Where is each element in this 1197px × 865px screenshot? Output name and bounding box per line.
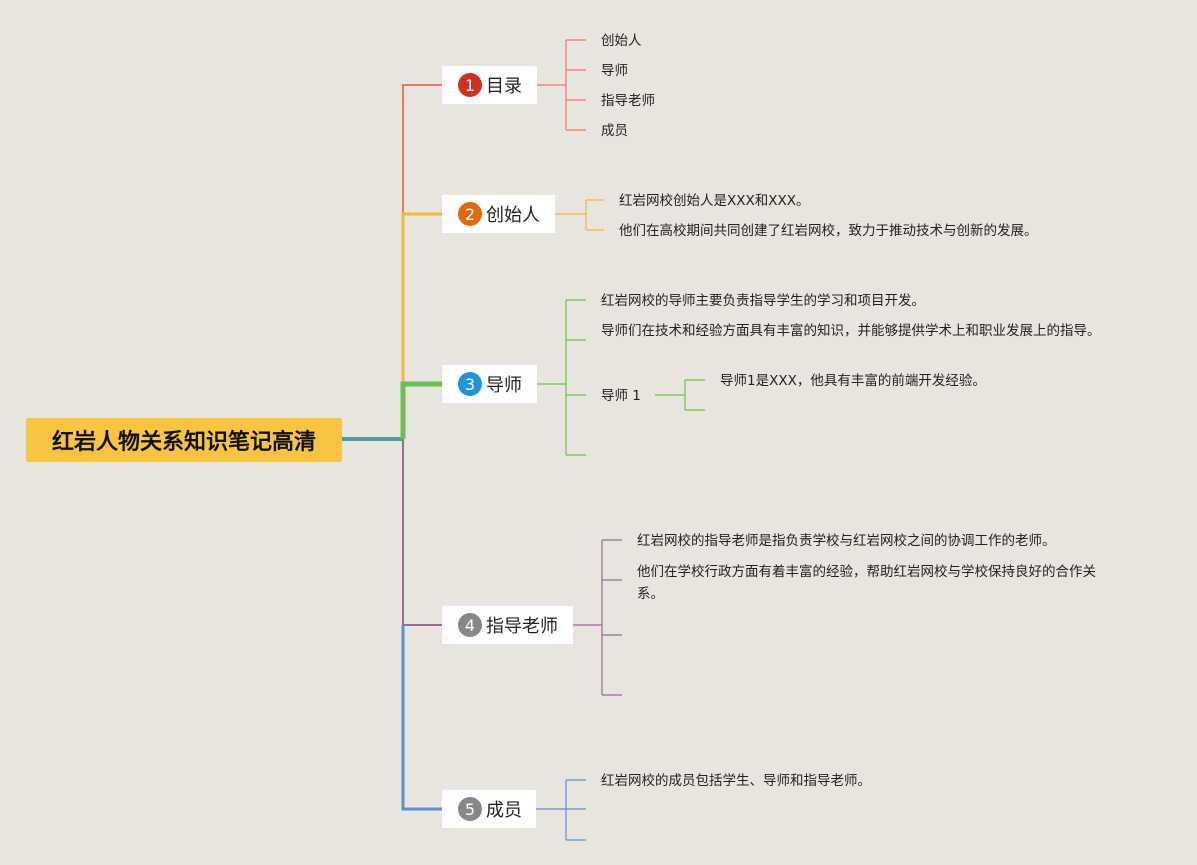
number-badge-icon: 1 — [458, 73, 482, 97]
number-badge-icon: 2 — [458, 202, 482, 226]
branch-label: 指导老师 — [486, 616, 558, 637]
root-title: 红岩人物关系知识笔记高清 — [51, 430, 316, 455]
branch-contents[interactable]: 1 目录 — [442, 66, 537, 104]
branch-label: 目录 — [486, 76, 522, 97]
root-topic[interactable]: 红岩人物关系知识笔记高清 — [26, 418, 342, 462]
leaf-topic[interactable]: 红岩网校创始人是XXX和XXX。 — [619, 193, 810, 209]
number-badge-icon: 5 — [458, 797, 482, 821]
leaf-topic[interactable]: 红岩网校的成员包括学生、导师和指导老师。 — [601, 773, 871, 789]
leaf-topic[interactable]: 创始人 — [601, 33, 642, 49]
leaf-topic[interactable]: 导师们在技术和经验方面具有丰富的知识，并能够提供学术上和职业发展上的指导。 — [601, 323, 1101, 339]
branch-advisors[interactable]: 4 指导老师 — [442, 606, 573, 644]
number-badge-icon: 4 — [458, 613, 482, 637]
leaf-topic[interactable]: 红岩网校的指导老师是指负责学校与红岩网校之间的协调工作的老师。 — [637, 533, 1056, 549]
leaf-topic[interactable]: 他们在学校行政方面有着丰富的经验，帮助红岩网校与学校保持良好的合作关系。 — [637, 564, 1096, 602]
leaf-topic[interactable]: 成员 — [601, 123, 628, 139]
leaf-topic[interactable]: 指导老师 — [601, 93, 655, 109]
branch-mentors[interactable]: 3 导师 — [442, 365, 537, 403]
branch-members[interactable]: 5 成员 — [442, 790, 536, 828]
leaf-subtopic[interactable]: 导师1是XXX，他具有丰富的前端开发经验。 — [720, 373, 986, 389]
branch-label: 创始人 — [486, 205, 540, 226]
leaf-topic[interactable]: 红岩网校的导师主要负责指导学生的学习和项目开发。 — [601, 293, 925, 309]
number-badge-icon: 3 — [458, 372, 482, 396]
branch-founders[interactable]: 2 创始人 — [442, 195, 555, 233]
branch-label: 成员 — [486, 800, 522, 821]
branch-label: 导师 — [486, 375, 522, 396]
leaf-topic[interactable]: 导师 — [601, 63, 628, 79]
leaf-topic[interactable]: 他们在高校期间共同创建了红岩网校，致力于推动技术与创新的发展。 — [619, 223, 1038, 239]
leaf-topic[interactable]: 导师 1 — [601, 388, 641, 404]
